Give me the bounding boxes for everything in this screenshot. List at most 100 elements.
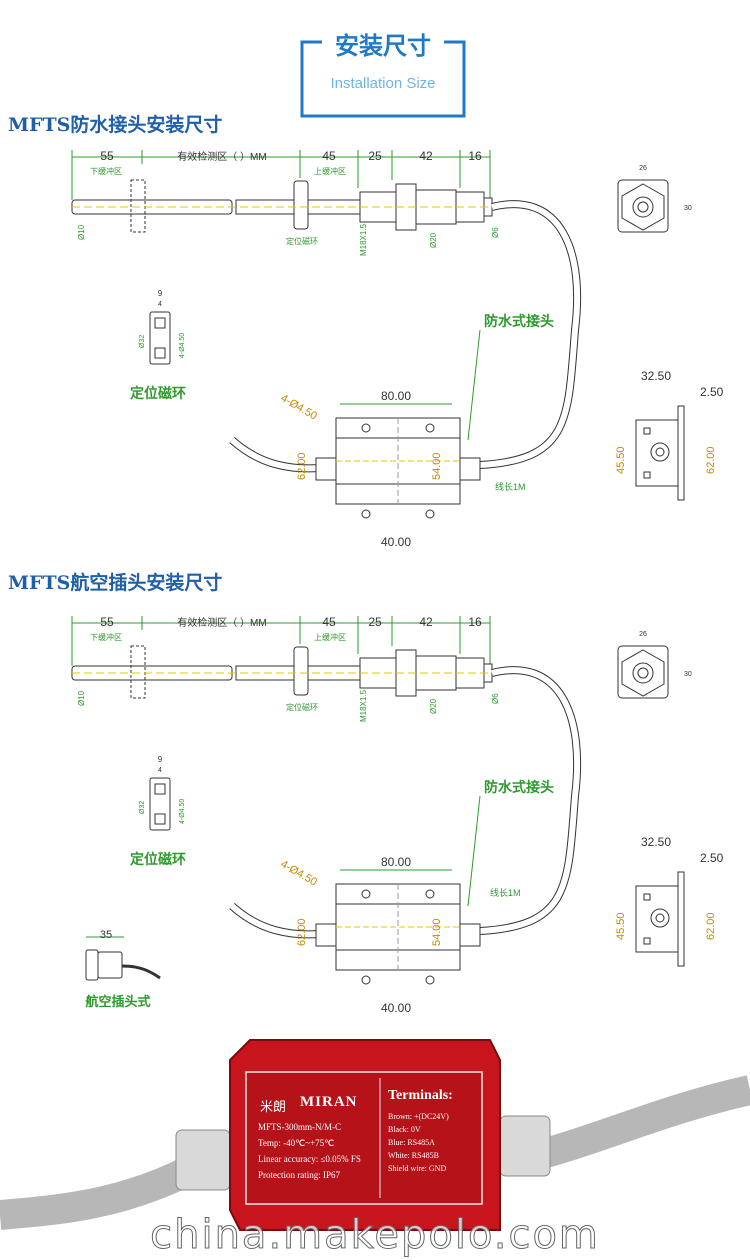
box-bottom: 40.00 <box>381 535 411 549</box>
rod-d6: Ø6 <box>491 693 500 704</box>
header-frame <box>300 40 466 118</box>
rod-d10: Ø10 <box>77 224 86 240</box>
terminals-list: Brown: +(DC24V) Black: 0V Blue: RS485A W… <box>388 1110 478 1175</box>
ring-label: 定位磁环 <box>130 851 186 867</box>
box-bottom: 40.00 <box>381 1001 411 1015</box>
dim-effective: 有效检测区（ ）MM <box>177 150 266 163</box>
box-width: 80.00 <box>381 855 411 869</box>
ring-w: 9 <box>158 289 163 298</box>
rod-m18: M18X1.5 <box>359 223 368 256</box>
cable-length: 线长1M <box>495 481 526 492</box>
hex-nut-view <box>617 179 669 233</box>
dim-effective: 有效检测区（ ）MM <box>177 616 266 629</box>
hex-w: 26 <box>639 631 647 638</box>
rod-magnet-label: 定位磁环 <box>286 702 318 712</box>
aviation-plug-view <box>85 936 161 981</box>
dim-45: 45 <box>322 615 336 629</box>
rod-d20: Ø20 <box>429 232 438 248</box>
box-height-left: 62.00 <box>296 452 308 480</box>
junction-box <box>315 883 481 985</box>
sensor-rod <box>71 179 493 233</box>
side-right: 2.50 <box>700 851 724 865</box>
terminal-row: Black: 0V <box>388 1125 421 1134</box>
connector-label: 防水式接头 <box>484 779 554 795</box>
rod-d10: Ø10 <box>77 690 86 706</box>
ring-w: 9 <box>158 755 163 764</box>
drawing-aviation: 55 有效检测区（ ）MM 45 25 42 16 下缓冲区 上缓冲区 Ø10 … <box>71 615 724 1015</box>
ring-d-outer: Ø32 <box>139 335 146 348</box>
dim-42: 42 <box>419 149 433 163</box>
dim-16: 16 <box>468 149 482 163</box>
terminal-row: Brown: +(DC24V) <box>388 1112 449 1121</box>
dim-42: 42 <box>419 615 433 629</box>
box-holes: 4-Ø4.50 <box>279 858 319 888</box>
hex-nut-view <box>617 645 669 699</box>
terminals-title: Terminals: <box>388 1088 453 1103</box>
dim-55: 55 <box>100 615 114 629</box>
ring-w2: 4 <box>158 767 162 774</box>
product-photo: 米朗 MIRAN MFTS-300mm-N/M-C Temp: -40℃~+75… <box>0 1030 750 1260</box>
box-height-left: 62.00 <box>296 918 308 946</box>
lower-buffer-label: 下缓冲区 <box>90 166 122 176</box>
box-height-inner: 54.00 <box>431 918 443 946</box>
header-title: 安装尺寸 <box>335 32 431 60</box>
lower-buffer-label: 下缓冲区 <box>90 632 122 642</box>
dim-25: 25 <box>368 149 382 163</box>
side-h1: 45.50 <box>615 446 627 474</box>
side-h2: 62.00 <box>705 446 717 474</box>
section-header <box>300 38 466 118</box>
dim-16: 16 <box>468 615 482 629</box>
junction-box <box>315 417 481 519</box>
sensor-rod <box>71 645 493 699</box>
side-top: 32.50 <box>641 369 671 383</box>
watermark: china.makepolo.com <box>150 1212 600 1259</box>
box-holes: 4-Ø4.50 <box>279 392 319 422</box>
box-width: 80.00 <box>381 389 411 403</box>
side-h1: 45.50 <box>615 912 627 940</box>
rod-m18: M18X1.5 <box>359 689 368 722</box>
header-subtitle: Installation Size <box>330 75 436 92</box>
hex-h: 30 <box>684 671 692 678</box>
section2-title: MFTS航空插头安装尺寸 <box>8 572 223 594</box>
brand-cn: 米朗 <box>260 1100 287 1115</box>
dim-25: 25 <box>368 615 382 629</box>
technical-drawings: 55 有效检测区（ ）MM 45 25 42 16 下缓冲区 上缓冲区 Ø10 … <box>71 149 724 1015</box>
ring-label: 定位磁环 <box>130 385 186 401</box>
box-height-inner: 54.00 <box>431 452 443 480</box>
ring-d-inner: 4-Ø4.50 <box>179 799 186 824</box>
brand-en: MIRAN <box>300 1094 358 1110</box>
drawing-waterproof: 55 有效检测区（ ）MM 45 25 42 16 下缓冲区 上缓冲区 Ø10 … <box>71 149 724 549</box>
cable-length: 线长1M <box>490 887 521 898</box>
magnet-ring-view <box>149 777 171 831</box>
rod-magnet-label: 定位磁环 <box>286 236 318 246</box>
hex-w: 26 <box>639 165 647 172</box>
aviation-dim: 35 <box>100 929 112 941</box>
side-top: 32.50 <box>641 835 671 849</box>
terminal-row: Blue: RS485A <box>388 1138 435 1147</box>
box-side-view <box>635 405 685 501</box>
accuracy: Linear accuracy: ≤0.05% FS <box>258 1154 361 1164</box>
rod-dimension-row <box>71 150 491 200</box>
ring-d-outer: Ø32 <box>139 801 146 814</box>
ring-d-inner: 4-Ø4.50 <box>179 333 186 358</box>
terminal-row: White: RS485B <box>388 1151 439 1160</box>
section1-title: MFTS防水接头安装尺寸 <box>8 114 223 136</box>
rod-d6: Ø6 <box>491 227 500 238</box>
side-h2: 62.00 <box>705 912 717 940</box>
dim-55: 55 <box>100 149 114 163</box>
ring-w2: 4 <box>158 301 162 308</box>
dim-45: 45 <box>322 149 336 163</box>
box-side-view <box>635 871 685 967</box>
protection: Protection rating: IP67 <box>258 1170 340 1180</box>
aviation-label: 航空插头式 <box>85 994 150 1009</box>
rod-d20: Ø20 <box>429 698 438 714</box>
temp: Temp: -40℃~+75℃ <box>258 1138 335 1148</box>
model: MFTS-300mm-N/M-C <box>258 1122 342 1132</box>
magnet-ring-view <box>149 311 171 365</box>
terminal-row: Shield wire: GND <box>388 1164 447 1173</box>
upper-buffer-label: 上缓冲区 <box>314 632 346 642</box>
upper-buffer-label: 上缓冲区 <box>314 166 346 176</box>
connector-label: 防水式接头 <box>484 313 554 329</box>
hex-h: 30 <box>684 205 692 212</box>
side-right: 2.50 <box>700 385 724 399</box>
